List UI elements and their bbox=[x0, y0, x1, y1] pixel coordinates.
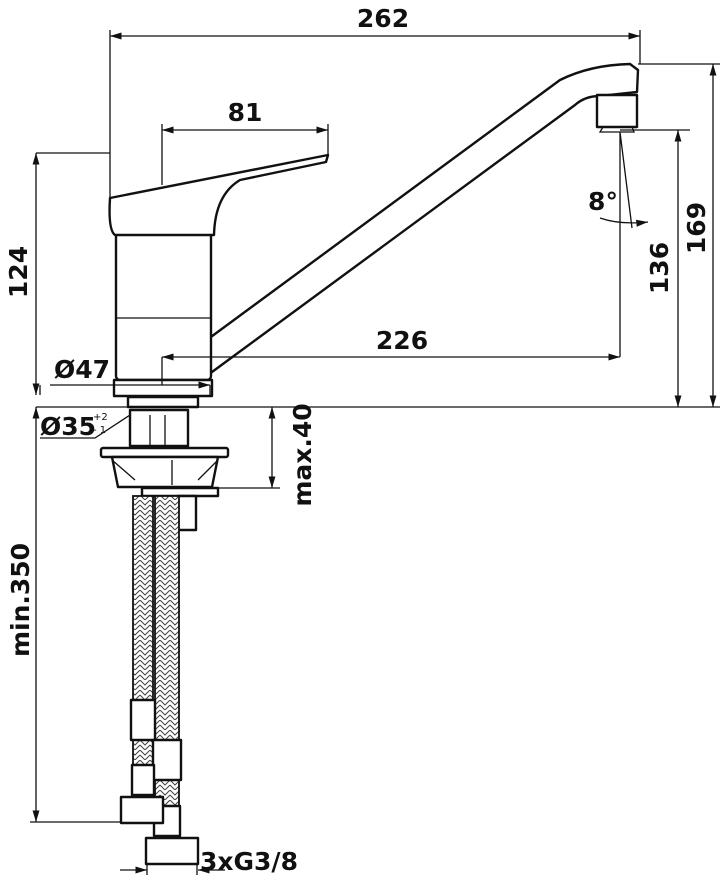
extension-lines bbox=[30, 30, 720, 875]
dim-connections: 3xG3/8 bbox=[200, 847, 298, 876]
dim-base-diameter: Ø47 bbox=[54, 355, 110, 384]
spout bbox=[198, 62, 640, 382]
nut-right bbox=[144, 836, 200, 866]
dim-spout-height: 136 bbox=[645, 242, 674, 294]
dim-min-hose-length: min.350 bbox=[6, 543, 35, 657]
dim-spout-reach: 226 bbox=[376, 326, 428, 355]
lever-handle bbox=[108, 153, 330, 237]
dim-hole-tol-minus: - 1 bbox=[93, 425, 106, 436]
dim-overall-length: 262 bbox=[357, 4, 409, 33]
nut-left bbox=[119, 795, 165, 825]
dim-handle-length: 81 bbox=[228, 98, 263, 127]
dimension-lines bbox=[32, 32, 717, 874]
dim-overall-height: 169 bbox=[682, 202, 711, 254]
dim-hole-diameter: Ø35 bbox=[40, 412, 96, 441]
faucet-body bbox=[108, 62, 640, 409]
dim-max-thickness: max.40 bbox=[288, 403, 317, 506]
mounting-set bbox=[99, 408, 230, 866]
dim-body-height: 124 bbox=[4, 246, 33, 298]
base-ring bbox=[112, 378, 214, 398]
dim-hole-tol-plus: +2 bbox=[93, 412, 108, 423]
dim-spout-angle: 8° bbox=[588, 187, 618, 216]
aerator bbox=[595, 93, 639, 129]
